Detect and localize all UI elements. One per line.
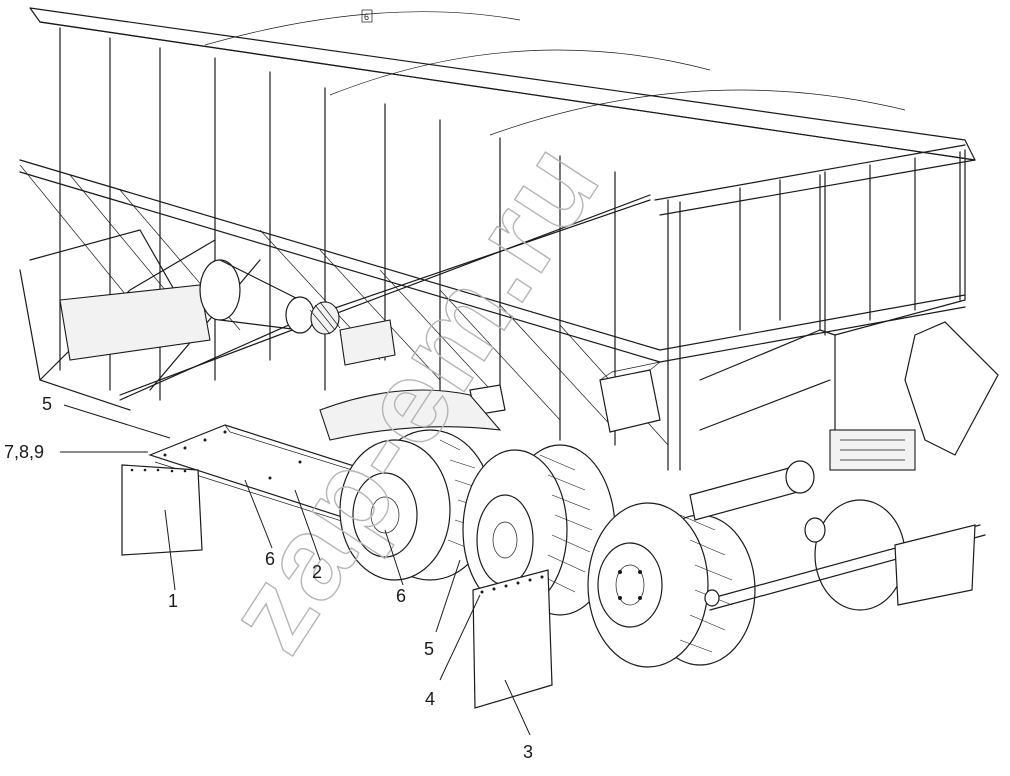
callout-3: 3 xyxy=(523,742,533,762)
mudflap-1 xyxy=(121,464,203,556)
callout-6-left: 6 xyxy=(265,549,275,569)
callout-5-upper: 5 xyxy=(42,394,52,414)
callout-5-lower: 5 xyxy=(424,639,434,659)
callout-1: 1 xyxy=(168,591,178,611)
frame-tag-label: 6 xyxy=(364,12,369,22)
trailer-body: 6 xyxy=(19,7,999,471)
callout-2: 2 xyxy=(312,562,322,582)
callout-6-right: 6 xyxy=(396,586,406,606)
mudflap-3 xyxy=(472,569,553,709)
wheel-rear xyxy=(587,502,756,668)
mudflap-right xyxy=(894,524,976,606)
wheel-front-outer xyxy=(339,429,493,581)
callout-4: 4 xyxy=(425,689,435,709)
callout-7-8-9: 7,8,9 xyxy=(4,442,44,462)
callouts: 5 7,8,9 1 6 2 6 5 4 3 xyxy=(4,394,533,762)
wheel-middle xyxy=(462,444,616,616)
rear-wheels xyxy=(339,429,906,668)
